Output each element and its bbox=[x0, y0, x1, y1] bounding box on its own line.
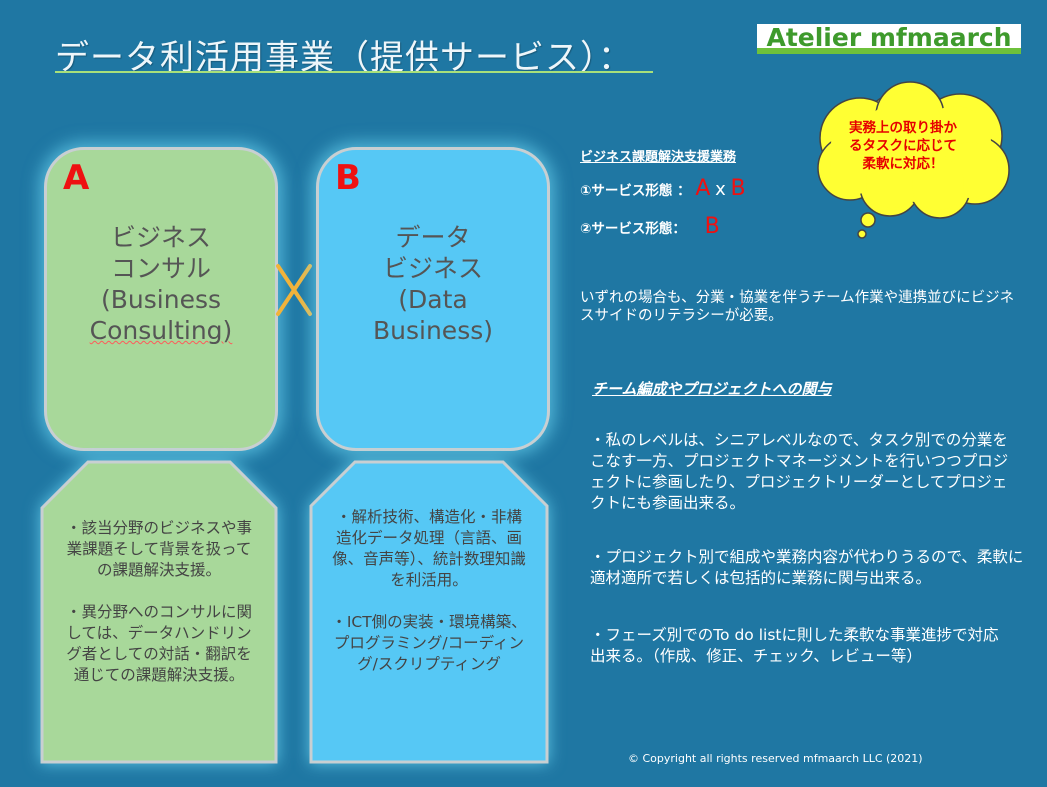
panel-business-consulting: ・該当分野のビジネスや事業課題そして背景を扱っての課題解決支援。 ・異分野へのコ… bbox=[40, 460, 278, 764]
thought-cloud bbox=[817, 81, 1010, 239]
team-heading: チーム編成やプロジェクトへの関与 bbox=[592, 380, 832, 398]
logo: Atelier mfmaarch bbox=[757, 24, 1021, 52]
card-business-consulting: A ビジネス コンサル (Business Consulting) bbox=[44, 147, 278, 451]
panel-paragraph: ・解析技術、構造化・非構造化データ処理（言語、画像、音声等）、統計数理知識を利活… bbox=[332, 508, 526, 589]
card-label-line: ビジネス bbox=[110, 223, 211, 252]
card-label: ビジネス コンサル (Business Consulting) bbox=[47, 222, 275, 346]
bullet-item: ・私のレベルは、シニアレベルなので、タスク別での分業をこなす一方、プロジェクトマ… bbox=[590, 431, 1009, 512]
title-underline bbox=[55, 71, 653, 73]
panel-paragraph: ・ICT側の実装・環境構築、プログラミング/コーディング/スクリプティング bbox=[331, 613, 527, 673]
requirement-text: いずれの場合も、分業・協業を伴うチーム作業や連携並びにビジネスサイドのリテラシー… bbox=[580, 290, 1015, 324]
card-label-line: データ bbox=[395, 223, 471, 252]
service-form-1: ①サービス形態 ： A x B bbox=[580, 176, 746, 201]
card-data-business: B データ ビジネス (Data Business) bbox=[316, 147, 550, 451]
panel-paragraph: ・異分野へのコンサルに関しては、データハンドリング者としての対話・翻訳を通じての… bbox=[65, 603, 252, 684]
card-letter: B bbox=[335, 158, 361, 198]
panel-text: ・該当分野のビジネスや事業課題そして背景を扱っての課題解決支援。 ・異分野へのコ… bbox=[62, 518, 256, 707]
panel-text: ・解析技術、構造化・非構造化データ処理（言語、画像、音声等）、統計数理知識を利活… bbox=[329, 507, 529, 696]
service-b: B bbox=[704, 214, 720, 239]
card-label-line: Business) bbox=[373, 316, 493, 345]
callout-text: 実務上の取り掛か るタスクに応じて 柔軟に対応！ bbox=[820, 119, 986, 173]
service-label: ②サービス形態： bbox=[580, 221, 686, 237]
panel-data-business: ・解析技術、構造化・非構造化データ処理（言語、画像、音声等）、統計数理知識を利活… bbox=[309, 460, 549, 764]
logo-bar bbox=[757, 48, 1021, 54]
card-label-line: ビジネス bbox=[382, 254, 483, 283]
cross-icon bbox=[276, 264, 312, 316]
service-times: x bbox=[715, 179, 726, 200]
panel-paragraph: ・該当分野のビジネスや事業課題そして背景を扱っての課題解決支援。 bbox=[65, 519, 252, 579]
card-letter: A bbox=[63, 158, 90, 198]
callout-line: 柔軟に対応！ bbox=[862, 156, 944, 172]
bullet-item: ・フェーズ別でのTo do listに則した柔軟な事業進捗で対応出来る。（作成、… bbox=[590, 626, 999, 665]
copyright: © Copyright all rights reserved mfmaarch… bbox=[628, 752, 923, 765]
callout-line: 実務上の取り掛か bbox=[849, 120, 957, 136]
service-label: ①サービス形態 ： bbox=[580, 183, 691, 199]
card-label-line: コンサル bbox=[110, 254, 211, 283]
callout-line: るタスクに応じて bbox=[849, 138, 957, 154]
service-form-2: ②サービス形態： B bbox=[580, 214, 720, 239]
card-label: データ ビジネス (Data Business) bbox=[319, 222, 547, 346]
support-heading: ビジネス課題解決支援業務 bbox=[580, 150, 737, 165]
service-a: A bbox=[695, 176, 711, 201]
card-label-line: (Data bbox=[398, 285, 468, 314]
card-label-line: Consulting) bbox=[89, 316, 233, 345]
card-label-line: (Business bbox=[101, 285, 221, 314]
service-b: B bbox=[730, 176, 746, 201]
bullet-item: ・プロジェクト別で組成や業務内容が代わりうるので、柔軟に適材適所で若しくは包括的… bbox=[590, 548, 1024, 587]
